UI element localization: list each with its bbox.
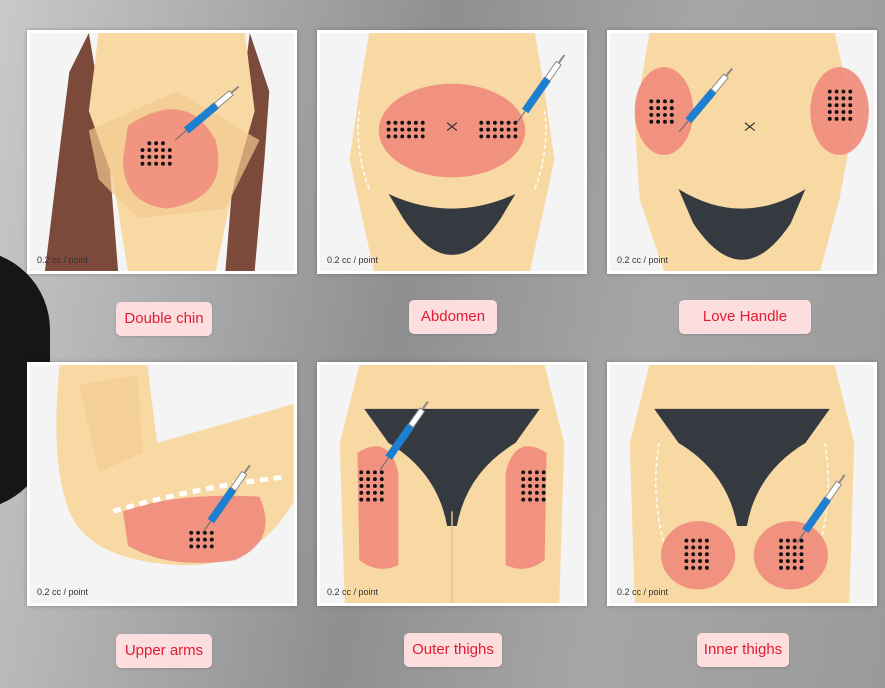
abdomen-illustration bbox=[320, 33, 584, 271]
label-upper-arms: Upper arms bbox=[116, 634, 212, 668]
label-abdomen: Abdomen bbox=[409, 300, 497, 334]
panel-upper-arms: 0.2 cc / point bbox=[27, 362, 297, 606]
dose-text: 0.2 cc / point bbox=[617, 587, 668, 597]
dose-text: 0.2 cc / point bbox=[327, 587, 378, 597]
panel-inner-thighs: 0.2 cc / point bbox=[607, 362, 877, 606]
label-inner-thighs: Inner thighs bbox=[697, 633, 789, 667]
double-chin-illustration bbox=[30, 33, 294, 271]
dose-text: 0.2 cc / point bbox=[617, 255, 668, 265]
outer-thighs-illustration bbox=[320, 365, 584, 603]
label-double-chin: Double chin bbox=[116, 302, 212, 336]
panel-abdomen: 0.2 cc / point bbox=[317, 30, 587, 274]
upper-arms-illustration bbox=[30, 365, 294, 603]
label-love-handle: Love Handle bbox=[679, 300, 811, 334]
panel-love-handle: 0.2 cc / point bbox=[607, 30, 877, 274]
dose-text: 0.2 cc / point bbox=[327, 255, 378, 265]
panel-outer-thighs: 0.2 cc / point bbox=[317, 362, 587, 606]
dose-text: 0.2 cc / point bbox=[37, 255, 88, 265]
love-handle-illustration bbox=[610, 33, 874, 271]
dose-text: 0.2 cc / point bbox=[37, 587, 88, 597]
inner-thighs-illustration bbox=[610, 365, 874, 603]
label-outer-thighs: Outer thighs bbox=[404, 633, 502, 667]
panel-double-chin: 0.2 cc / point bbox=[27, 30, 297, 274]
